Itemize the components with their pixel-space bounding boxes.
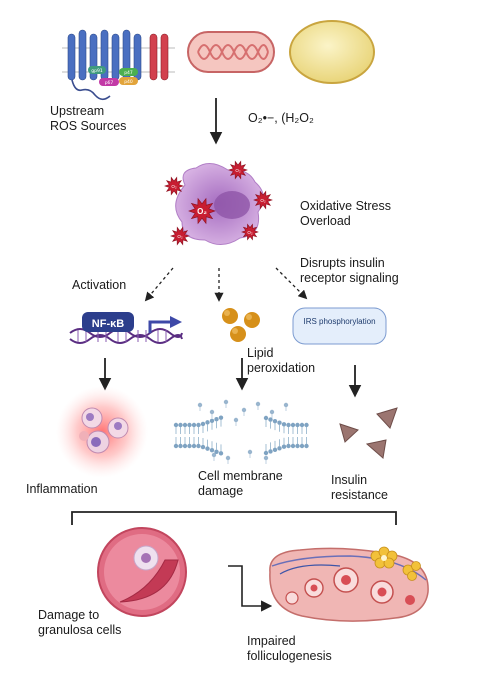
lipid-head — [300, 423, 304, 427]
lipid-head — [286, 444, 290, 448]
lipid-head — [178, 444, 182, 448]
lipid-head — [187, 444, 191, 448]
lipid-head — [212, 453, 216, 457]
nox-subunit-label-p67: p67 — [105, 80, 114, 86]
outcomes-bracket — [72, 512, 396, 525]
label-activation: Activation — [72, 278, 126, 293]
label-impaired-folliculogenesis: Impaired folliculogenesis — [247, 634, 332, 664]
nox-subunit-label-gp91: gp91 — [91, 68, 103, 74]
label-insulin-resistance: Insulin resistance — [331, 473, 388, 503]
nadph-oxidase-icon: gp91 p47 p40 p67 — [62, 30, 175, 99]
granulosa-cell-icon — [98, 528, 186, 616]
lipid-head — [277, 446, 281, 450]
lipid-head — [256, 402, 260, 406]
lipid-head — [270, 410, 274, 414]
lipid-head — [210, 419, 214, 423]
lipid-head — [277, 421, 281, 425]
lipid-head — [219, 451, 223, 455]
lipid-head — [264, 456, 268, 460]
lipid-droplet-icon — [290, 21, 374, 83]
nfkb-label: NF-κB — [92, 318, 124, 330]
label-membrane-damage: Cell membrane damage — [198, 469, 283, 499]
lipid-head — [210, 448, 214, 452]
ros-burst-label-0: O₂ — [171, 184, 177, 189]
lipid-head — [242, 408, 246, 412]
lipid-head — [264, 451, 268, 455]
lipid-head — [214, 417, 218, 421]
mitochondrion-icon — [188, 32, 274, 72]
label-ros-species: O₂•−, (H₂O₂ — [248, 111, 314, 126]
lipid-head — [183, 423, 187, 427]
lipid-head — [210, 410, 214, 414]
nfkb-dna-icon — [70, 312, 182, 343]
label-oxidative-stress: Oxidative Stress Overload — [300, 199, 391, 229]
lipid-head — [304, 444, 308, 448]
label-inflammation: Inflammation — [26, 482, 98, 497]
ros-burst-label-4: O₂ — [177, 234, 183, 239]
lipid-molecules-icon — [222, 308, 260, 342]
label-disrupts-signaling: Disrupts insulin receptor signaling — [300, 256, 399, 286]
insulin-triangles-icon — [340, 408, 397, 458]
lipid-head — [304, 423, 308, 427]
lipid-head — [282, 445, 286, 449]
label-lipid-peroxidation: Lipid peroxidation — [247, 346, 315, 376]
arrow-to-nfkb — [146, 268, 173, 300]
lipid-head — [248, 450, 252, 454]
lipid-head — [273, 419, 277, 423]
label-irs-phosphorylation: IRS phosphorylation — [293, 317, 386, 327]
lipid-head — [174, 423, 178, 427]
lipid-head — [264, 416, 268, 420]
lipid-head — [219, 415, 223, 419]
lipid-head — [205, 446, 209, 450]
nox-subunit-label-p47: p47 — [124, 70, 133, 76]
ovary-icon — [270, 547, 428, 621]
lipid-head — [286, 423, 290, 427]
lipid-head — [178, 423, 182, 427]
lipid-head — [174, 444, 178, 448]
lipid-head — [282, 422, 286, 426]
lipid-head — [205, 420, 209, 424]
lipid-head — [187, 423, 191, 427]
lipid-head — [224, 400, 228, 404]
lipid-head — [201, 445, 205, 449]
o2-center-label: O₂ — [197, 207, 207, 216]
ros-burst-label-1: O₂ — [235, 168, 241, 173]
lipid-head — [300, 444, 304, 448]
label-granulosa-damage: Damage to granulosa cells — [38, 608, 121, 638]
lipid-head — [291, 444, 295, 448]
lipid-head — [295, 444, 299, 448]
lipid-head — [198, 403, 202, 407]
inflammation-cells-icon — [56, 386, 148, 478]
lipid-head — [273, 448, 277, 452]
lipid-head — [226, 456, 230, 460]
damaged-membrane-icon — [174, 400, 309, 464]
lipid-head — [201, 422, 205, 426]
ros-burst-label-3: O₂ — [247, 230, 253, 235]
lipid-head — [295, 423, 299, 427]
lipid-head — [196, 423, 200, 427]
arrow-to-follicle — [228, 566, 270, 606]
lipid-head — [192, 444, 196, 448]
lipid-head — [196, 444, 200, 448]
lipid-head — [268, 417, 272, 421]
label-upstream-ros: Upstream ROS Sources — [50, 104, 126, 134]
lipid-head — [291, 423, 295, 427]
lipid-head — [192, 423, 196, 427]
lipid-head — [268, 449, 272, 453]
nox-subunit-label-p40: p40 — [124, 79, 133, 85]
lipid-head — [284, 403, 288, 407]
lipid-head — [183, 444, 187, 448]
lipid-head — [234, 418, 238, 422]
ros-burst-label-2: O₂ — [260, 198, 266, 203]
